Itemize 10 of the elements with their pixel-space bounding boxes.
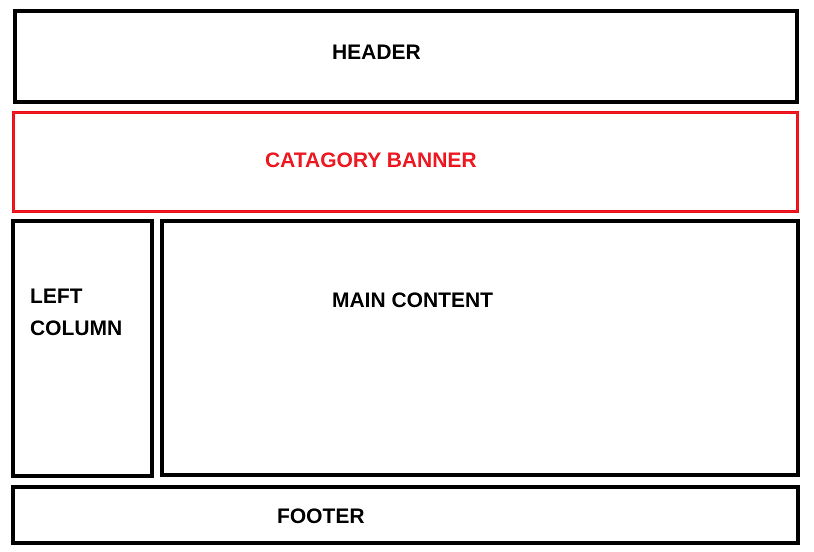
banner-region (12, 111, 799, 213)
region-label: FOOTER (277, 504, 366, 530)
content-region (160, 219, 800, 477)
region-label: HEADER (332, 40, 422, 66)
header-region (13, 9, 799, 104)
region-label: MAIN CONTENT (332, 288, 494, 314)
region-label: LEFT COLUMN (30, 284, 124, 342)
region-label: CATAGORY BANNER (265, 148, 478, 174)
footer-region (11, 485, 800, 545)
sidebar-region (11, 219, 154, 478)
